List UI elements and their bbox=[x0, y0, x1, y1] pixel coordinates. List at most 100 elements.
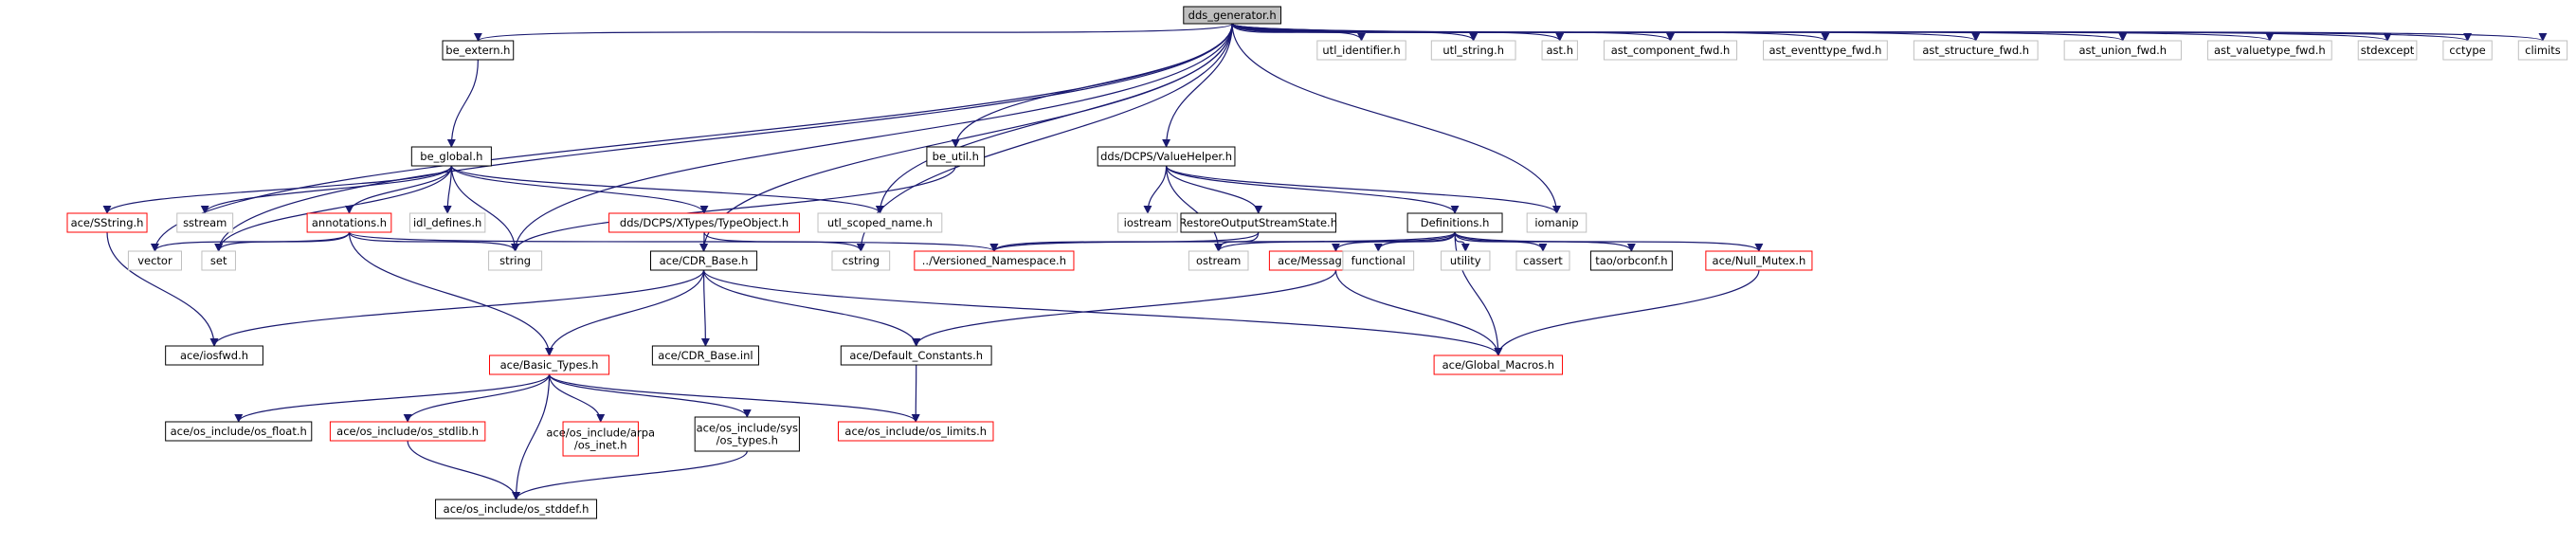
edge-be_global-to-typeobject bbox=[450, 165, 709, 214]
node-valuehelper[interactable]: dds/DCPS/ValueHelper.h bbox=[1097, 146, 1236, 167]
node-label-line-globalmacros-0: ace/Global_Macros.h bbox=[1442, 358, 1555, 372]
node-box-cctype bbox=[2442, 40, 2493, 61]
node-cdrinl[interactable]: ace/CDR_Base.inl bbox=[651, 345, 759, 366]
node-label-line-osfloat-0: ace/os_include/os_float.h bbox=[171, 425, 307, 438]
node-orbconf[interactable]: tao/orbconf.h bbox=[1589, 250, 1673, 271]
node-label-set: set bbox=[210, 254, 227, 267]
node-functional: functional bbox=[1342, 250, 1415, 271]
node-label-root: dds_generator.h bbox=[1188, 9, 1277, 22]
edge-be_global-to-annotations bbox=[345, 165, 452, 214]
node-box-cdrbase bbox=[650, 250, 758, 271]
node-box-orbconf bbox=[1589, 250, 1673, 271]
node-label-line-sstream-0: sstream bbox=[183, 216, 227, 229]
node-be_extern[interactable]: be_extern.h bbox=[442, 40, 515, 61]
node-root[interactable]: dds_generator.h bbox=[1183, 6, 1282, 25]
node-box-vector bbox=[127, 250, 182, 271]
edge-typeobject-to-cstring bbox=[703, 231, 865, 252]
node-box-osstdlib bbox=[329, 421, 486, 442]
node-label-line-utl_identifier-0: utl_identifier.h bbox=[1322, 44, 1400, 57]
node-label-osfloat: ace/os_include/os_float.h bbox=[171, 425, 307, 438]
dependency-edges bbox=[102, 23, 2547, 500]
node-cdrbase[interactable]: ace/CDR_Base.h bbox=[650, 250, 758, 271]
node-box-climits bbox=[2517, 40, 2568, 61]
node-label-line-set-0: set bbox=[210, 254, 227, 267]
node-osinet[interactable]: ace/os_include/arpa/os_inet.h bbox=[546, 421, 655, 457]
node-label-line-iomanip-0: iomanip bbox=[1534, 216, 1578, 229]
node-label-osstddef: ace/os_include/os_stddef.h bbox=[444, 502, 590, 516]
node-ostypes[interactable]: ace/os_include/sys/os_types.h bbox=[694, 416, 800, 452]
node-utl_scoped: utl_scoped_name.h bbox=[817, 212, 943, 233]
node-sstring[interactable]: ace/SString.h bbox=[66, 212, 148, 233]
node-label-be_global: be_global.h bbox=[420, 150, 482, 163]
node-box-sstream bbox=[176, 212, 234, 233]
node-label-line-ostypes-1: /os_types.h bbox=[717, 434, 778, 447]
edge-valuehelper-to-definitions bbox=[1165, 165, 1460, 214]
node-set: set bbox=[201, 250, 236, 271]
node-osstddef[interactable]: ace/os_include/os_stddef.h bbox=[435, 499, 598, 519]
node-defconst[interactable]: ace/Default_Constants.h bbox=[840, 345, 992, 366]
node-utl_string: utl_string.h bbox=[1430, 40, 1516, 61]
node-label-iomanip: iomanip bbox=[1534, 216, 1578, 229]
node-basictypes[interactable]: ace/Basic_Types.h bbox=[489, 354, 610, 375]
node-annotations[interactable]: annotations.h bbox=[306, 212, 392, 233]
node-label-line-orbconf-0: tao/orbconf.h bbox=[1595, 254, 1667, 267]
node-label-cdrbase: ace/CDR_Base.h bbox=[660, 254, 749, 267]
node-iosfwd[interactable]: ace/iosfwd.h bbox=[165, 345, 263, 366]
node-label-line-versioned-0: ../Versioned_Namespace.h bbox=[922, 254, 1066, 267]
node-label-line-iostream-0: iostream bbox=[1124, 216, 1172, 229]
node-box-basictypes bbox=[489, 354, 610, 375]
node-iomanip: iomanip bbox=[1526, 212, 1587, 233]
node-ast_valuetype: ast_valuetype_fwd.h bbox=[2206, 40, 2332, 61]
node-label-osstdlib: ace/os_include/os_stdlib.h bbox=[336, 425, 479, 438]
node-box-utility bbox=[1441, 250, 1491, 271]
node-box-cdrinl bbox=[651, 345, 759, 366]
node-nullmutex[interactable]: ace/Null_Mutex.h bbox=[1705, 250, 1813, 271]
node-label-line-cctype-0: cctype bbox=[2449, 44, 2485, 57]
node-oslimits[interactable]: ace/os_include/os_limits.h bbox=[838, 421, 994, 442]
node-label-nullmutex: ace/Null_Mutex.h bbox=[1713, 254, 1806, 267]
node-osstdlib[interactable]: ace/os_include/os_stdlib.h bbox=[329, 421, 486, 442]
node-label-line-utility-0: utility bbox=[1450, 254, 1481, 267]
node-label-line-be_util-0: be_util.h bbox=[933, 150, 979, 163]
node-box-nullmutex bbox=[1705, 250, 1813, 271]
node-label-string: string bbox=[499, 254, 531, 267]
edge-cdrbase-to-defconst bbox=[702, 269, 921, 347]
node-ast_eventtype: ast_eventtype_fwd.h bbox=[1763, 40, 1888, 61]
node-label-line-osstddef-0: ace/os_include/os_stddef.h bbox=[444, 502, 590, 516]
node-restore[interactable]: RestoreOutputStreamState.h bbox=[1179, 212, 1337, 233]
node-label-line-osinet-0: ace/os_include/arpa bbox=[546, 427, 655, 440]
edge-be_extern-to-be_global bbox=[446, 59, 479, 148]
node-ast_component: ast_component_fwd.h bbox=[1603, 40, 1738, 61]
node-label-iostream: iostream bbox=[1124, 216, 1172, 229]
node-typeobject[interactable]: dds/DCPS/XTypes/TypeObject.h bbox=[608, 212, 800, 233]
node-box-stdexcept bbox=[2357, 40, 2418, 61]
node-versioned[interactable]: ../Versioned_Namespace.h bbox=[914, 250, 1075, 271]
node-box-utl_string bbox=[1430, 40, 1516, 61]
node-be_global[interactable]: be_global.h bbox=[410, 146, 492, 167]
node-label-line-idl_defines-0: idl_defines.h bbox=[413, 216, 481, 229]
edge-be_global-to-sstring bbox=[102, 165, 452, 214]
node-osfloat[interactable]: ace/os_include/os_float.h bbox=[165, 421, 313, 442]
node-box-ast_structure bbox=[1913, 40, 2039, 61]
node-globalmacros[interactable]: ace/Global_Macros.h bbox=[1433, 354, 1564, 375]
node-box-idl_defines bbox=[408, 212, 486, 233]
node-label-climits: climits bbox=[2525, 44, 2561, 57]
node-be_util[interactable]: be_util.h bbox=[926, 146, 986, 167]
edge-msgblock-to-globalmacros bbox=[1334, 269, 1503, 356]
node-label-utl_string: utl_string.h bbox=[1442, 44, 1504, 57]
edge-definitions-to-versioned bbox=[989, 231, 1456, 252]
node-label-line-ostream-0: ostream bbox=[1196, 254, 1241, 267]
node-label-line-be_extern-0: be_extern.h bbox=[445, 44, 510, 57]
node-label-line-be_global-0: be_global.h bbox=[420, 150, 482, 163]
node-label-orbconf: tao/orbconf.h bbox=[1595, 254, 1667, 267]
node-label-line-utl_string-0: utl_string.h bbox=[1442, 44, 1504, 57]
edge-sstring-to-iosfwd bbox=[106, 231, 219, 347]
node-cassert: cassert bbox=[1515, 250, 1570, 271]
node-definitions[interactable]: Definitions.h bbox=[1406, 212, 1503, 233]
node-box-root bbox=[1183, 6, 1282, 25]
node-box-defconst bbox=[840, 345, 992, 366]
node-box-definitions bbox=[1406, 212, 1503, 233]
edge-root-to-utl_scoped bbox=[875, 23, 1233, 214]
node-box-string bbox=[488, 250, 543, 271]
node-box-annotations bbox=[306, 212, 392, 233]
